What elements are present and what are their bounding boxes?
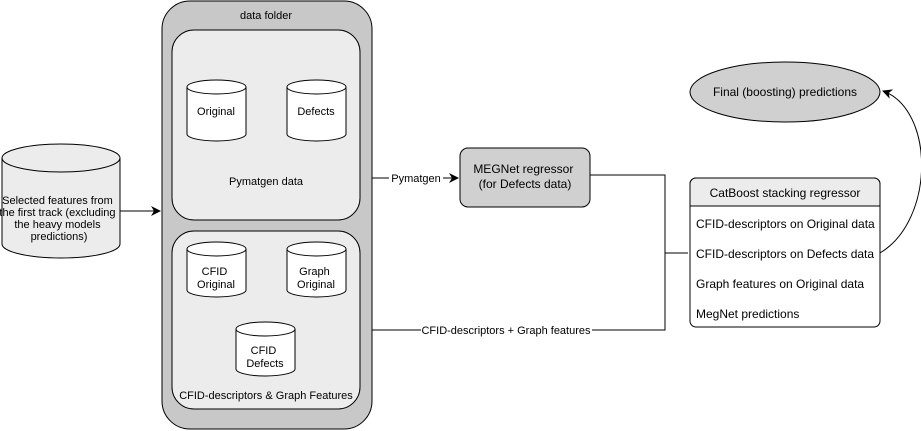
edge-pymatgen-label: Pymatgen: [391, 173, 441, 185]
input-line-2: the first track (excluding: [0, 207, 116, 219]
final-predictions-node: Final (boosting) predictions: [689, 61, 881, 123]
cylinder-defects-label: Defects: [297, 106, 335, 118]
edge-cfid-label-bg: [421, 323, 592, 337]
input-line-1: Selected features from: [2, 195, 113, 207]
cfid-graph-label: CFID-descriptors & Graph Features: [179, 390, 353, 402]
cylinder-cfid-original-label: CFID Original: [197, 266, 235, 291]
cylinder-cfid-original: CFID Original: [186, 241, 247, 298]
catboost-row-2: CFID-descriptors on Defects data: [696, 247, 874, 261]
pymatgen-data-label: Pymatgen data: [229, 176, 304, 188]
cylinder-original: Original: [186, 79, 247, 142]
cylinder-cfid-defects-label: CFID Defects: [246, 345, 284, 370]
megnet-label: MEGNet regressor (for Defects data): [473, 162, 576, 191]
input-features-cylinder: Selected features from the first track (…: [0, 143, 121, 259]
catboost-title: CatBoost stacking regressor: [710, 186, 861, 200]
cylinder-original-label: Original: [197, 106, 235, 118]
edge-cfid-to-catboost: [372, 253, 666, 331]
edge-catboost-to-final: [879, 89, 921, 254]
edge-megnet-to-catboost: [590, 174, 688, 254]
cfid-graph-group: CFID Original Graph Original CFID Defect…: [171, 230, 361, 410]
pymatgen-data-group: Original Defects Pymatgen data: [171, 29, 361, 221]
data-folder-title: data folder: [240, 10, 292, 22]
cylinder-graph-original: Graph Original: [286, 241, 347, 298]
edge-cfid-graph-label: CFID-descriptors + Graph features: [421, 325, 591, 337]
cylinder-cfid-defects: CFID Defects: [235, 321, 296, 377]
cylinder-graph-original-label: Graph Original: [297, 266, 335, 291]
data-folder: data folder Original Defects Pymatgen da…: [161, 0, 373, 430]
catboost-stacking-node: CatBoost stacking regressor CFID-descrip…: [689, 177, 881, 328]
input-line-4: predictions): [31, 231, 88, 243]
catboost-row-4: MegNet predictions: [696, 307, 799, 321]
edge-pymatgen-label-bg: [389, 171, 443, 185]
catboost-row-3: Graph features on Original data: [696, 277, 864, 291]
final-predictions-label: Final (boosting) predictions: [713, 85, 857, 99]
catboost-row-1: CFID-descriptors on Original data: [696, 217, 875, 231]
input-line-3: the heavy models: [14, 219, 101, 231]
input-features-label: Selected features from the first track (…: [0, 195, 119, 243]
megnet-regressor-node: MEGNet regressor (for Defects data): [459, 147, 591, 208]
cylinder-defects: Defects: [286, 79, 347, 142]
